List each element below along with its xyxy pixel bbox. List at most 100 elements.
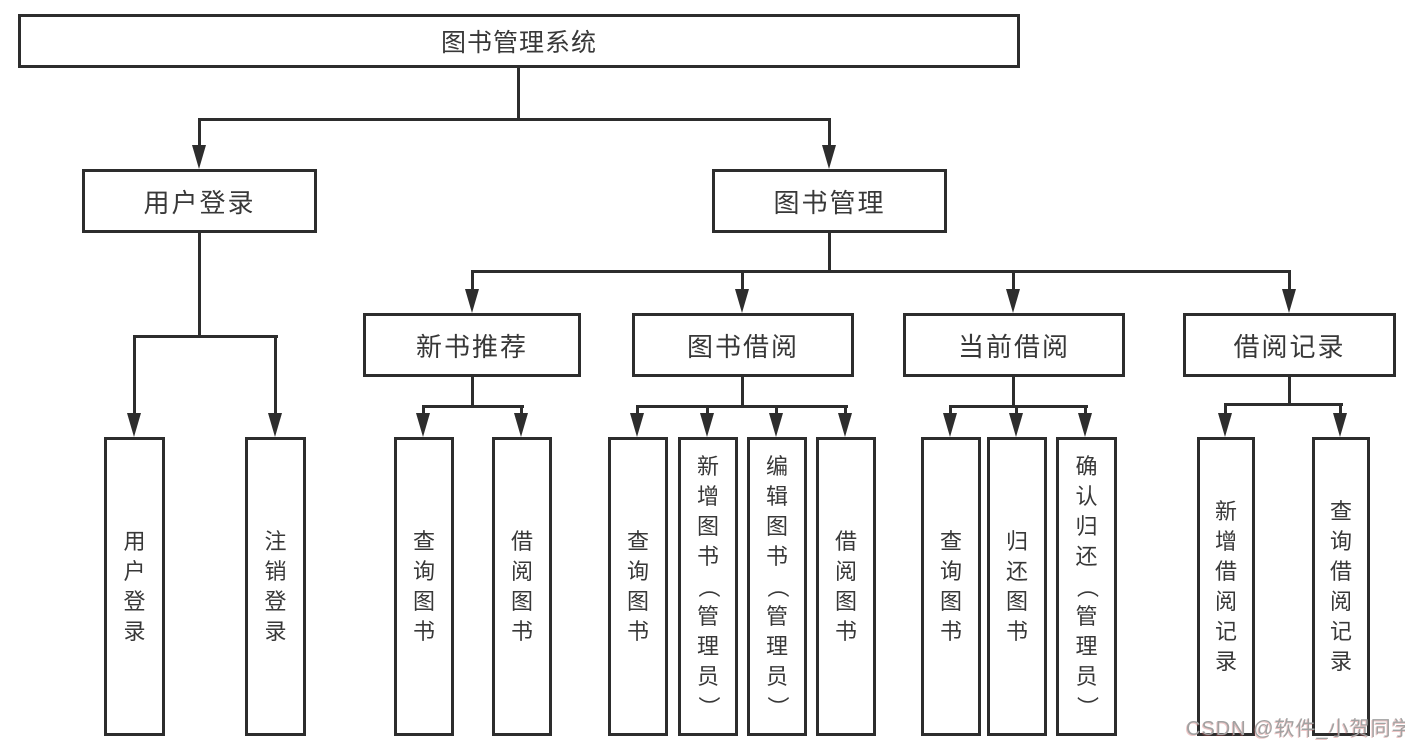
node-label-char: ）: [1074, 695, 1100, 718]
node-label-char: 员: [1075, 663, 1098, 689]
node-leaf-return-books: 归还图书: [987, 437, 1047, 736]
node-leaf-confirm-return-admin: 确认归还（管理员）: [1056, 437, 1117, 736]
connector: [706, 405, 709, 417]
node-label-char: 理: [765, 633, 788, 659]
node-label-char: 借: [1214, 558, 1237, 584]
node-leaf-borrow-books: 借阅图书: [492, 437, 552, 736]
node-label-char: （: [765, 575, 790, 598]
node-label-char: 询: [626, 558, 649, 584]
connector: [636, 405, 848, 408]
node-label-char: 归: [1075, 513, 1098, 539]
arrow-down-icon: [1006, 289, 1020, 313]
node-book-management: 图书管理: [712, 169, 947, 233]
node-leaf-edit-books-admin: 编辑图书（管理员）: [747, 437, 807, 736]
node-label-char: 认: [1075, 483, 1098, 509]
connector: [422, 405, 425, 417]
node-label-char: 借: [510, 528, 533, 554]
node-leaf-query-books: 查询图书: [394, 437, 454, 736]
node-label-char: 管: [1075, 603, 1098, 629]
node-label-char: 查: [626, 528, 649, 554]
connector: [949, 405, 1088, 408]
node-leaf-user-login: 用户登录: [104, 437, 165, 736]
node-label: 用户登录: [143, 187, 256, 218]
node-label-char: 管: [696, 603, 719, 629]
csdn-watermark: CSDN @软件_小贺同学: [1186, 718, 1405, 740]
node-label-char: 查: [412, 528, 435, 554]
node-leaf-query-borrow-record: 查询借阅记录: [1312, 437, 1370, 736]
node-label-char: 阅: [1329, 588, 1352, 614]
node-new-book-recommend: 新书推荐: [363, 313, 581, 377]
node-label-char: 录: [1329, 648, 1352, 674]
node-label-char: 图: [1005, 588, 1028, 614]
node-label-char: 阅: [1214, 588, 1237, 614]
connector: [1012, 270, 1015, 292]
connector: [422, 405, 524, 408]
node-leaf-logout: 注销登录: [245, 437, 306, 736]
node-label-char: 理: [1075, 633, 1098, 659]
node-label-char: 图: [510, 588, 533, 614]
node-leaf-query-books: 查询图书: [921, 437, 981, 736]
node-label-char: 销: [264, 558, 287, 584]
node-label-char: 记: [1214, 618, 1237, 644]
node-leaf-query-books: 查询图书: [608, 437, 668, 736]
node-label-char: 查: [939, 528, 962, 554]
node-label-char: 确: [1075, 453, 1098, 479]
arrow-down-icon: [735, 289, 749, 313]
arrow-down-icon: [822, 145, 836, 169]
node-label-char: 图: [834, 588, 857, 614]
connector: [1288, 377, 1291, 403]
node-label-char: 登: [264, 588, 287, 614]
arrow-down-icon: [465, 289, 479, 313]
node-label-char: 图: [765, 513, 788, 539]
connector: [471, 377, 474, 405]
node-label-char: 书: [765, 543, 788, 569]
connector: [133, 335, 136, 417]
connector: [198, 118, 831, 121]
arrow-down-icon: [838, 413, 852, 437]
node-label: 当前借阅: [957, 331, 1070, 362]
node-label-char: 员: [765, 663, 788, 689]
node-label: 图书管理系统: [440, 29, 597, 57]
node-label-char: 询: [412, 558, 435, 584]
node-current-borrowing: 当前借阅: [903, 313, 1125, 377]
node-leaf-add-books-admin: 新增图书（管理员）: [678, 437, 738, 736]
node-label-char: 借: [1329, 558, 1352, 584]
node-label-char: 录: [1214, 648, 1237, 674]
node-label-char: 书: [1005, 618, 1028, 644]
connector: [775, 405, 778, 417]
connector: [844, 405, 847, 417]
node-leaf-borrow-books: 借阅图书: [816, 437, 876, 736]
node-label-char: 编: [765, 453, 788, 479]
node-label-char: 询: [1329, 528, 1352, 554]
node-label-char: 归: [1005, 528, 1028, 554]
connector: [828, 118, 831, 148]
arrow-down-icon: [1218, 413, 1232, 437]
node-label-char: 新: [1214, 498, 1237, 524]
connector: [471, 270, 474, 292]
node-book-management-system: 图书管理系统: [18, 14, 1020, 68]
connector: [1015, 405, 1018, 417]
connector: [828, 233, 831, 270]
arrow-down-icon: [769, 413, 783, 437]
arrow-down-icon: [630, 413, 644, 437]
arrow-down-icon: [192, 145, 206, 169]
node-label-char: 阅: [834, 558, 857, 584]
node-label-char: 书: [939, 618, 962, 644]
node-label-char: ）: [765, 695, 790, 718]
node-label-char: 管: [765, 603, 788, 629]
node-label-char: 图: [696, 513, 719, 539]
node-label-char: 询: [939, 558, 962, 584]
node-leaf-add-borrow-record: 新增借阅记录: [1197, 437, 1255, 736]
arrow-down-icon: [514, 413, 528, 437]
node-label-char: （: [1074, 575, 1100, 598]
node-label-char: 查: [1329, 498, 1352, 524]
node-label-char: 书: [626, 618, 649, 644]
connector: [520, 405, 523, 417]
node-label-char: 图: [412, 588, 435, 614]
connector: [1084, 405, 1087, 417]
node-borrowing-records: 借阅记录: [1183, 313, 1396, 377]
connector: [471, 270, 1291, 273]
arrow-down-icon: [127, 413, 141, 437]
node-label-char: 图: [939, 588, 962, 614]
connector: [741, 377, 744, 405]
